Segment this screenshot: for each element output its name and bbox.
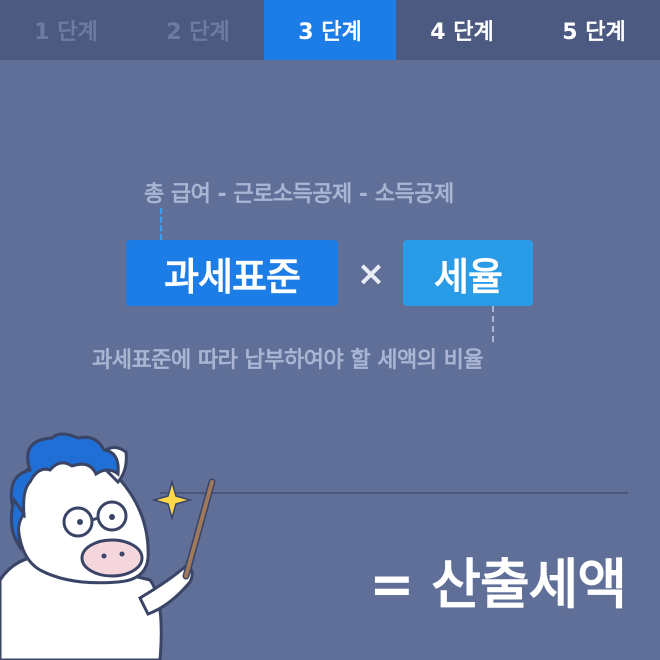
multiply-operator: ×: [356, 254, 386, 294]
step-tabs: 1 단계 2 단계 3 단계 4 단계 5 단계: [0, 0, 660, 60]
tax-rate-definition: 과세표준에 따라 납부하여야 할 세액의 비율: [92, 348, 484, 373]
result-divider: [160, 492, 628, 494]
taxable-base-box: 과세표준: [126, 240, 338, 306]
tab-step-1[interactable]: 1 단계: [34, 20, 98, 45]
tab-step-5[interactable]: 5 단계: [562, 20, 626, 45]
connector-line-base: [160, 208, 162, 240]
tax-rate-box: 세율: [403, 240, 533, 306]
calculated-tax-result: = 산출세액: [369, 553, 627, 616]
tab-step-2[interactable]: 2 단계: [166, 20, 230, 45]
unicorn-mascot-illustration: [0, 432, 216, 660]
taxable-base-definition: 총 급여 - 근로소득공제 - 소득공제: [144, 182, 454, 207]
tab-step-4[interactable]: 4 단계: [430, 20, 494, 45]
tab-step-3[interactable]: 3 단계: [264, 0, 396, 60]
connector-line-rate: [492, 306, 494, 342]
